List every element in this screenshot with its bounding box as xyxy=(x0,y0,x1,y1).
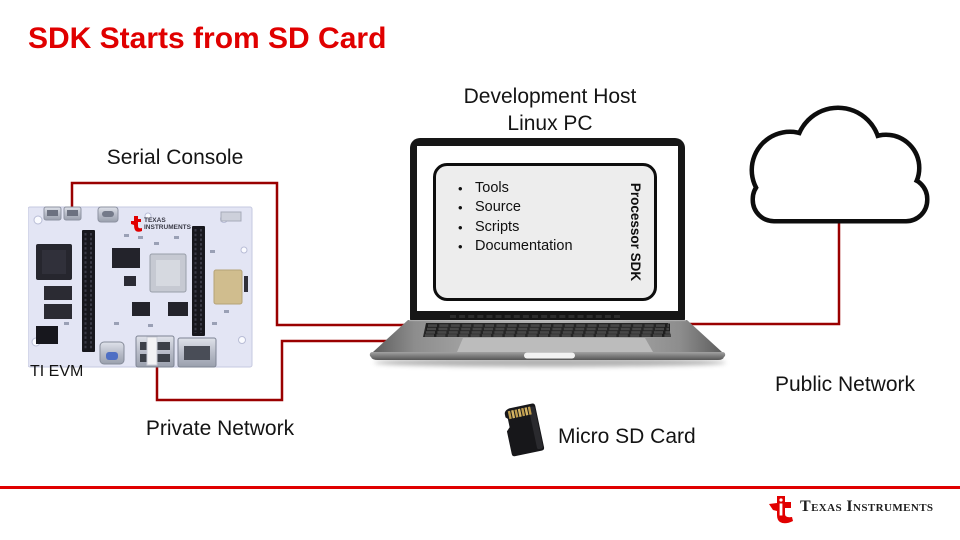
ti-logo: Texas Instruments xyxy=(768,492,948,526)
passives xyxy=(64,234,248,327)
svg-text:Texas: Texas xyxy=(144,217,166,224)
label-development-host-line1: Development Host xyxy=(463,85,637,108)
laptop-trackpad xyxy=(457,338,653,352)
laptop-base xyxy=(369,320,726,367)
sd-card-icon xyxy=(504,403,545,457)
usb-ethernet-connectors-bottom xyxy=(99,335,217,368)
bullet-item: Tools xyxy=(456,179,654,199)
label-development-host-line2: Linux PC xyxy=(507,112,593,135)
chips xyxy=(36,244,243,319)
label-private-network: Private Network xyxy=(145,417,295,440)
processor-sdk-panel: Tools Source Scripts Documentation xyxy=(433,163,657,301)
laptop-front-notch xyxy=(524,352,575,359)
processor-sdk-label: Processor SDK xyxy=(628,182,643,282)
sd-card-pins xyxy=(507,406,532,420)
bullet-item: Documentation xyxy=(456,237,654,257)
laptop-shadow xyxy=(374,358,726,367)
keyboard-keys xyxy=(425,324,671,337)
label-micro-sd-card: Micro SD Card xyxy=(558,425,696,448)
ti-logo-wordmark: Texas Instruments xyxy=(800,498,934,515)
pin-headers xyxy=(36,226,205,352)
svg-text:Instruments: Instruments xyxy=(144,224,192,231)
label-development-host: Development Host Linux PC xyxy=(420,83,680,137)
label-serial-console: Serial Console xyxy=(106,146,244,169)
sdk-bullet-list: Tools Source Scripts Documentation xyxy=(456,179,654,257)
usb-connectors-top xyxy=(43,206,242,223)
private-network-line xyxy=(155,339,389,402)
label-public-network: Public Network xyxy=(774,373,916,396)
laptop-hinge-vent xyxy=(450,315,620,318)
cloud-icon xyxy=(749,105,930,224)
footer-red-rule xyxy=(0,486,960,489)
serial-console-line xyxy=(70,181,404,327)
label-ti-evm: TI EVM xyxy=(30,363,84,380)
page-title: SDK Starts from SD Card xyxy=(28,22,387,55)
public-network-line xyxy=(690,217,841,326)
ti-evm-board-image: Texas Instruments xyxy=(28,206,253,368)
bullet-item: Source xyxy=(456,198,654,218)
ti-logo-bug-icon xyxy=(769,496,793,524)
bullet-item: Scripts xyxy=(456,218,654,238)
board-silk-logo: Texas Instruments xyxy=(131,216,192,232)
